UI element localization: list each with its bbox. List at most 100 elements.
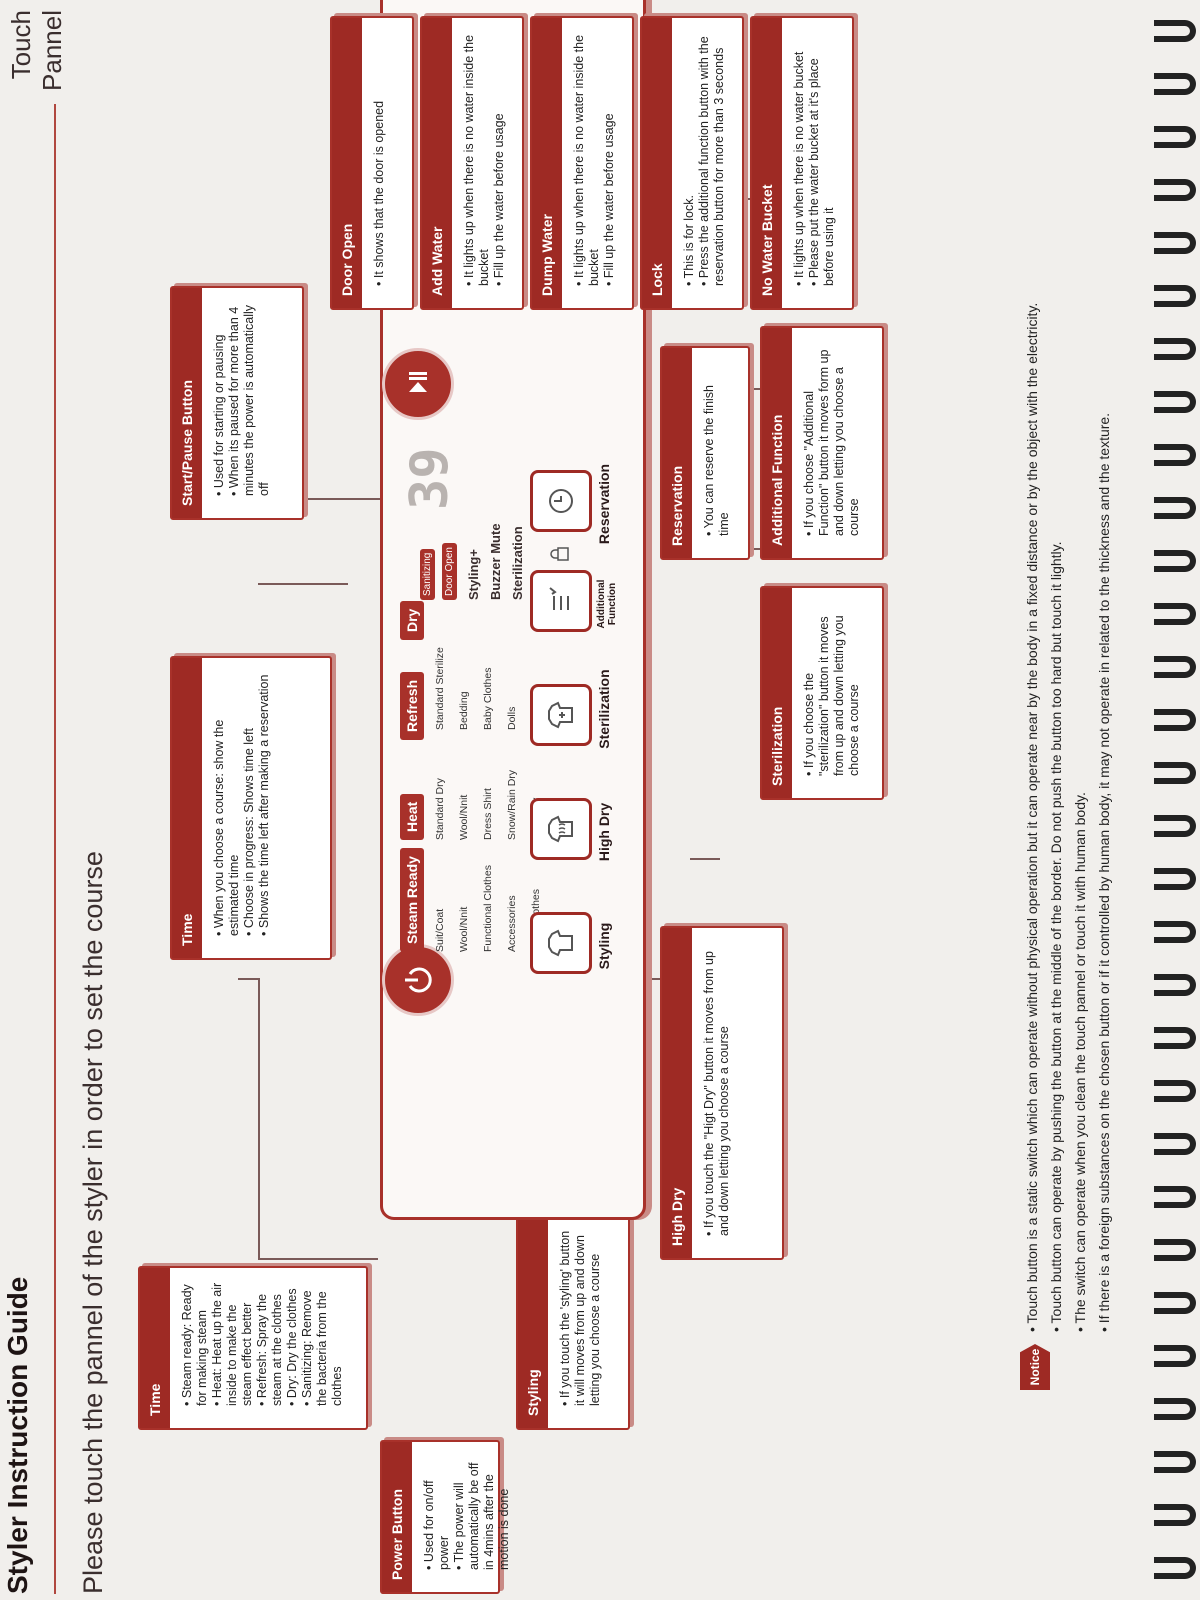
mode-steam-ready: Steam Ready bbox=[400, 848, 424, 952]
box-item: This is for lock. bbox=[682, 30, 697, 286]
power-button-box: Power Button Used for on/off power The p… bbox=[380, 1440, 511, 1594]
box-body: It lights up when there is no water insi… bbox=[452, 18, 517, 308]
dump-water-box: Dump Water It lights up when there is no… bbox=[530, 16, 634, 310]
start-pause-button[interactable] bbox=[382, 348, 454, 420]
binding-ring bbox=[1154, 179, 1196, 201]
power-button[interactable] bbox=[382, 944, 454, 1016]
course-item: Wool/Nnit bbox=[458, 794, 470, 840]
list-check-icon bbox=[549, 587, 569, 610]
lock-icon bbox=[550, 547, 569, 561]
lock-box: Lock This is for lock. Press the additio… bbox=[640, 16, 744, 310]
binding-ring bbox=[1154, 497, 1196, 519]
box-item: Shows the time left after making a reser… bbox=[257, 670, 272, 936]
box-body: You can reserve the finish time bbox=[692, 348, 742, 558]
binding-ring bbox=[1154, 285, 1196, 307]
binding-ring bbox=[1154, 1133, 1196, 1155]
shirt-dry-icon bbox=[548, 815, 573, 843]
box-item: If you choose the "sterilization" button… bbox=[802, 600, 862, 776]
reservation-button[interactable] bbox=[530, 470, 592, 532]
box-body: When you choose a course: show the estim… bbox=[202, 658, 282, 958]
time-display-box: Time When you choose a course: show the … bbox=[170, 656, 332, 960]
box-title: Power Button bbox=[382, 1442, 412, 1592]
box-item: It lights up when there is no water insi… bbox=[462, 30, 492, 286]
box-title: Dump Water bbox=[532, 18, 562, 308]
styling-label: Styling bbox=[596, 922, 612, 970]
connector-time-display bbox=[258, 583, 348, 585]
box-title: Door Open bbox=[332, 18, 362, 308]
additional-function-button[interactable] bbox=[530, 570, 592, 632]
binding-ring bbox=[1154, 656, 1196, 678]
reservation-label: Reservation bbox=[596, 463, 612, 545]
course-item: Baby Clothes bbox=[482, 667, 494, 730]
course-item: Dress Shirt bbox=[482, 788, 494, 840]
binding-ring bbox=[1154, 444, 1196, 466]
binding-ring bbox=[1154, 20, 1196, 42]
box-title: Time bbox=[140, 1268, 170, 1428]
binding-ring bbox=[1154, 391, 1196, 413]
box-body: If you touch the "Higt Dry" button it mo… bbox=[692, 928, 742, 1258]
binding-ring bbox=[1154, 1186, 1196, 1208]
box-title: Additional Function bbox=[762, 328, 792, 558]
binding-ring bbox=[1154, 974, 1196, 996]
box-body: It lights up when there is no water buck… bbox=[782, 18, 847, 308]
box-item: If you touch the 'styling' button it wil… bbox=[558, 1230, 603, 1406]
connector-time-course bbox=[258, 1258, 378, 1260]
course-item: Suit/Coat bbox=[434, 908, 446, 952]
add-water-box: Add Water It lights up when there is no … bbox=[420, 16, 524, 310]
section-label: Touch Pannel bbox=[6, 10, 67, 91]
box-item: Choose in progress: Shows time left bbox=[242, 670, 257, 936]
connector-start bbox=[300, 498, 380, 500]
box-item: You can reserve the finish time bbox=[702, 360, 732, 536]
notice-item: Touch button can operate by pushing the … bbox=[1044, 132, 1068, 1332]
binding-ring bbox=[1154, 815, 1196, 837]
binding-ring bbox=[1154, 603, 1196, 625]
spiral-binding bbox=[1148, 0, 1200, 1600]
sterilization-button[interactable] bbox=[530, 684, 592, 746]
power-icon bbox=[405, 967, 432, 993]
styling-button[interactable] bbox=[530, 912, 592, 974]
binding-ring bbox=[1154, 1239, 1196, 1261]
notice-item: The switch can operate when you clean th… bbox=[1068, 132, 1092, 1332]
high-dry-label: High Dry bbox=[596, 802, 612, 862]
box-item: When its paused for more than 4 minutes … bbox=[227, 300, 272, 496]
box-item: Press the additional function button wit… bbox=[697, 30, 727, 286]
box-title: Reservation bbox=[662, 348, 692, 558]
box-title: Lock bbox=[642, 18, 672, 308]
sterilization-box: Sterilization If you choose the "sterili… bbox=[760, 586, 884, 800]
door-open-box: Door Open It shows that the door is open… bbox=[330, 16, 414, 310]
connector-time-course-v bbox=[238, 978, 260, 980]
box-body: Used for starting or pausing When its pa… bbox=[202, 288, 282, 518]
box-title: High Dry bbox=[662, 928, 692, 1258]
box-item: Sanitizing: Remove the bacteria from the… bbox=[300, 1280, 345, 1406]
box-title: Styling bbox=[518, 1218, 548, 1428]
binding-ring bbox=[1154, 762, 1196, 784]
course-item: Bedding bbox=[458, 691, 470, 730]
box-body: It lights up when there is no water insi… bbox=[562, 18, 627, 308]
connector-highdry bbox=[690, 858, 720, 860]
additional-function-box: Additional Function If you choose "Addit… bbox=[760, 326, 884, 560]
page-subtitle: Please touch the pannel of the styler in… bbox=[78, 851, 108, 1594]
binding-ring bbox=[1154, 232, 1196, 254]
clock-icon bbox=[549, 489, 573, 513]
high-dry-button[interactable] bbox=[530, 798, 592, 860]
additional-function-label: Additional Function bbox=[596, 579, 618, 629]
sterilization-label: Sterilization bbox=[596, 669, 612, 749]
high-dry-box: High Dry If you touch the "Higt Dry" but… bbox=[660, 926, 784, 1260]
binding-ring bbox=[1154, 1557, 1196, 1579]
box-item: It shows that the door is opened bbox=[372, 30, 387, 286]
binding-ring bbox=[1154, 338, 1196, 360]
course-item: Wool/Nnit bbox=[458, 906, 470, 952]
binding-ring bbox=[1154, 1398, 1196, 1420]
status-sanitizing: Sanitizing bbox=[420, 548, 435, 600]
binding-ring bbox=[1154, 550, 1196, 572]
box-item: Fill up the water before usage bbox=[602, 30, 617, 286]
status-sterilization: Sterilization bbox=[510, 526, 525, 600]
play-pause-icon bbox=[409, 372, 427, 392]
box-body: This is for lock. Press the additional f… bbox=[672, 18, 737, 308]
course-column-sterilization: Standard Sterilize Bedding Baby Clothes … bbox=[428, 630, 524, 730]
box-item: Fill up the water before usage bbox=[492, 30, 507, 286]
box-item: The power will automatically be off in 4… bbox=[452, 1454, 512, 1570]
course-item: Snow/Rain Dry bbox=[506, 769, 518, 840]
notice-item: If there is a foreign substances on the … bbox=[1092, 132, 1116, 1332]
